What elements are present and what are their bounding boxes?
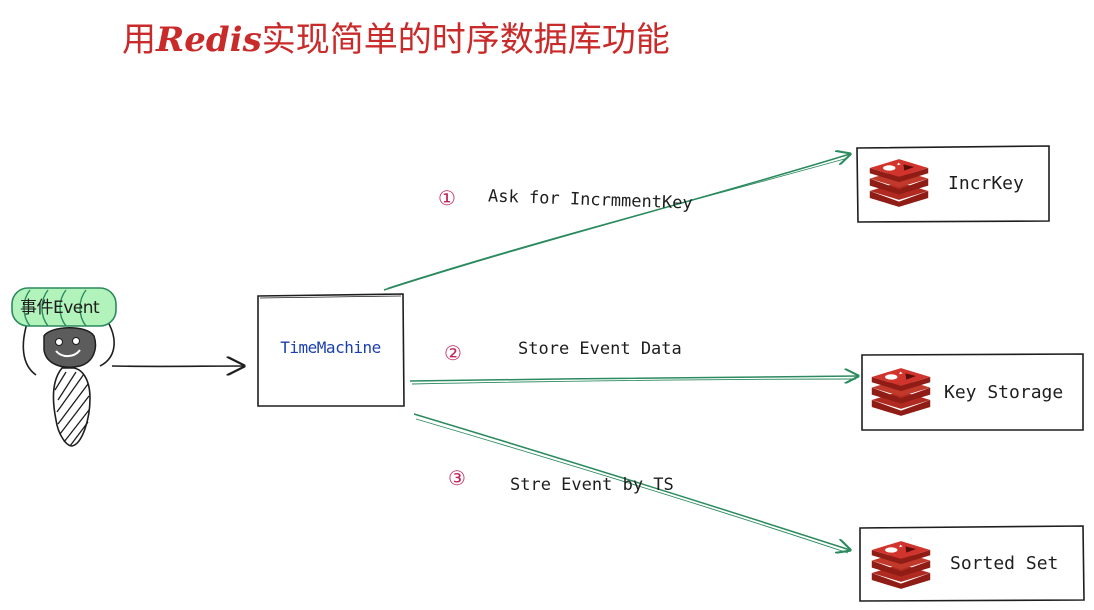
store-box-key-storage xyxy=(861,353,1084,431)
store-label-key-storage: Key Storage xyxy=(944,382,1064,403)
step-2-number: ② xyxy=(444,341,462,365)
step-3-number: ③ xyxy=(448,466,466,490)
step-2-label: Store Event Data xyxy=(518,339,682,359)
arrow-step-1 xyxy=(383,154,850,291)
redis-icon xyxy=(869,159,929,207)
store-label-incrkey: IncrKey xyxy=(948,173,1024,194)
arrow-step-3 xyxy=(413,413,850,550)
page-title: 用Redis实现简单的时序数据库功能 xyxy=(122,20,670,60)
timemachine-box xyxy=(257,293,405,407)
title-brand: Redis xyxy=(156,20,262,60)
actor-head xyxy=(43,327,97,368)
step-3-label: Stre Event by TS xyxy=(510,475,674,495)
event-actor xyxy=(11,287,117,447)
redis-icon xyxy=(871,541,931,589)
event-label: 事件Event xyxy=(20,298,100,318)
timemachine-label: TimeMachine xyxy=(280,338,381,357)
actor-body xyxy=(52,367,91,447)
step-1-number: ① xyxy=(438,186,456,210)
arrow-step-2 xyxy=(409,376,858,381)
redis-icon xyxy=(871,368,931,416)
store-label-sorted-set: Sorted Set xyxy=(950,553,1059,574)
event-cylinder xyxy=(11,287,117,327)
